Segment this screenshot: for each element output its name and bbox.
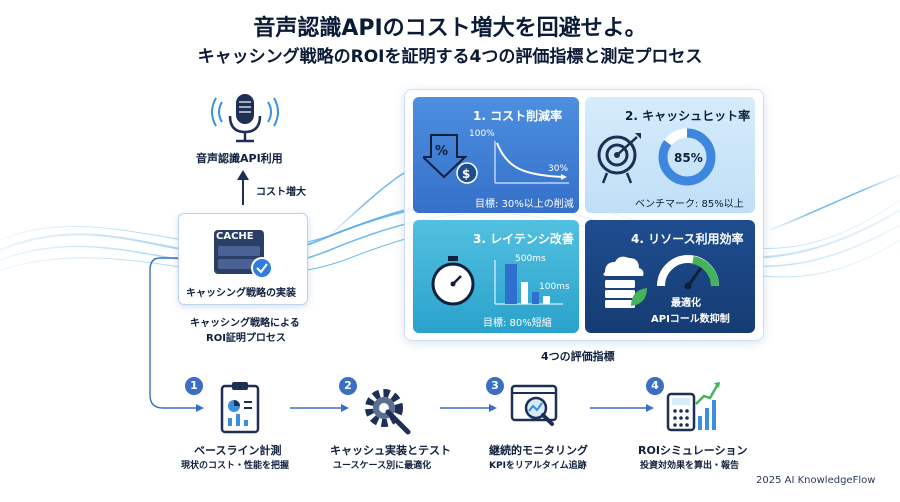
latency-bar-chart xyxy=(494,260,563,305)
step-2-title: キャッシュ実装とテスト xyxy=(330,444,451,457)
svg-text:%: % xyxy=(435,144,448,159)
step-2-desc: ユースケース別に最適化 xyxy=(333,461,432,471)
hit-rate-donut xyxy=(658,128,716,186)
main-title: 音声認識APIのコスト増大を回避せよ。 xyxy=(253,16,647,41)
efficiency-gauge xyxy=(657,255,719,290)
metric-card-cache-hit-rate: 2. キャッシュヒット率 85% ベンチマーク: 85%以上 xyxy=(585,97,755,213)
metric-card-cost-reduction: 1. コスト削減率 % $ 100% 30% 目標: 30%以上の削減 xyxy=(413,97,579,213)
process-label-line1: キャッシング戦略による xyxy=(190,318,300,329)
chart-start-label: 100% xyxy=(469,129,495,139)
step-4-title: ROIシミュレーション xyxy=(638,444,748,457)
clipboard-chart-icon xyxy=(220,382,260,434)
card-note: 目標: 80%短縮 xyxy=(483,318,552,329)
calculator-growth-icon xyxy=(666,382,720,432)
cost-reduction-icon: % $ xyxy=(423,134,478,184)
cost-increase-arrow xyxy=(237,170,249,205)
metric-card-resource-efficiency: 4. リソース利用効率 最適化 APIコール数抑制 xyxy=(585,220,755,333)
process-connectors xyxy=(149,257,654,412)
step-1-number: 1 xyxy=(185,377,203,395)
step-2-number: 2 xyxy=(339,377,357,395)
card-title: 2. キャッシュヒット率 xyxy=(625,109,751,123)
stopwatch-icon xyxy=(431,256,475,306)
bar-low-label: 100ms xyxy=(539,282,570,292)
step-3-number: 3 xyxy=(486,377,504,395)
target-icon xyxy=(597,133,641,184)
card-note: 目標: 30%以上の削減 xyxy=(475,199,574,210)
cache-box-label: キャッシング戦略の実装 xyxy=(186,288,296,299)
monitor-magnifier-icon xyxy=(510,384,558,426)
bar-high-label: 500ms xyxy=(515,254,546,264)
card-title: 4. リソース利用効率 xyxy=(631,232,744,246)
step-1-desc: 現状のコスト・性能を把握 xyxy=(181,461,290,471)
card-title: 3. レイテンシ改善 xyxy=(473,232,574,246)
step-4-desc: 投資対効果を算出・報告 xyxy=(640,461,740,471)
card-note: ベンチマーク: 85%以上 xyxy=(635,199,744,210)
process-label-line2: ROI証明プロセス xyxy=(206,333,286,344)
metrics-caption: 4つの評価指標 xyxy=(541,350,615,363)
cost-increase-label: コスト増大 xyxy=(256,187,306,198)
card-title: 1. コスト削減率 xyxy=(473,109,563,123)
card-note-line1: 最適化 xyxy=(671,298,701,309)
chart-end-label: 30% xyxy=(548,164,569,174)
gear-wrench-icon xyxy=(365,389,411,435)
cache-text: CACHE xyxy=(216,231,254,242)
footer-credit: 2025 AI KnowledgeFlow xyxy=(756,475,876,486)
cost-decline-chart xyxy=(494,141,569,184)
sub-title: キャッシング戦略のROIを証明する4つの評価指標と測定プロセス xyxy=(197,47,703,67)
cache-server-icon xyxy=(214,230,273,279)
svg-text:$: $ xyxy=(462,167,470,181)
step-1-title: ベースライン計測 xyxy=(194,444,282,457)
step-3-title: 継続的モニタリング xyxy=(489,444,588,457)
step-4-number: 4 xyxy=(646,377,664,395)
card-note-line2: APIコール数抑制 xyxy=(651,314,730,325)
gauge-value: 85% xyxy=(674,151,703,165)
step-3-desc: KPIをリアルタイム追跡 xyxy=(489,461,587,471)
mic-label: 音声認識API利用 xyxy=(196,152,283,165)
metric-card-latency: 3. レイテンシ改善 500ms 100ms 目標: 80%短縮 xyxy=(413,220,579,333)
cloud-server-icon xyxy=(603,256,647,308)
microphone-icon xyxy=(211,94,279,143)
